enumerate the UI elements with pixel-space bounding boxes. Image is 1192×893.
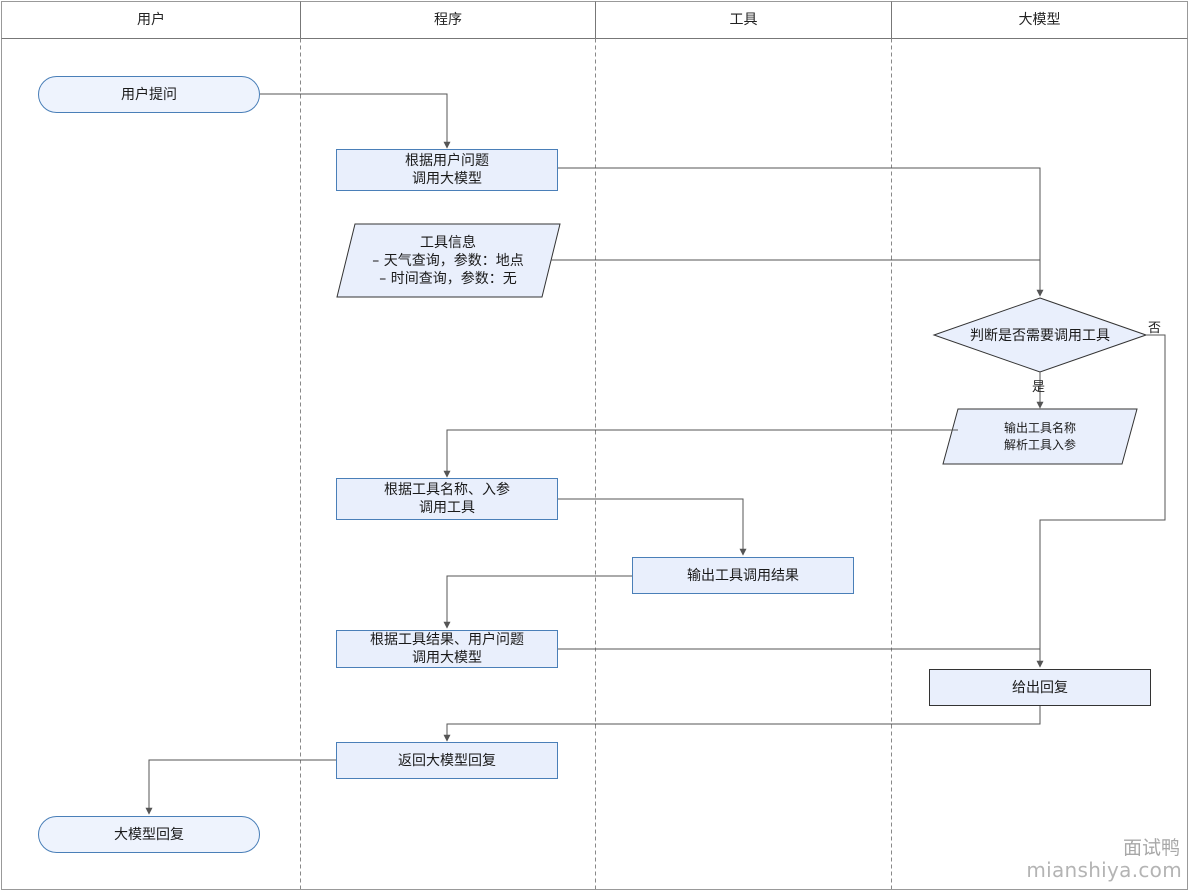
give-reply-node: 给出回复: [929, 669, 1151, 706]
edge-call-tool-to-result: [558, 498, 747, 556]
watermark-cn: 面试鸭: [1122, 837, 1180, 859]
tool-result-node: 输出工具调用结果: [632, 557, 854, 594]
tool-info-text: 工具信息 – 天气查询，参数：地点 – 时间查询，参数：无: [372, 234, 524, 287]
lane-header-user: 用户: [137, 12, 165, 28]
edge-result-to-call-llm: [443, 575, 632, 629]
watermark-en: mianshiya.com: [1026, 858, 1182, 882]
edge-output-to-call-tool: [443, 429, 958, 478]
decide-tool-text: 判断是否需要调用工具: [970, 328, 1110, 344]
call-llm-by-question-node: 根据用户问题 调用大模型: [336, 149, 558, 191]
output-tool-name-shape: [942, 408, 1138, 465]
tool-info-shape: [336, 223, 561, 298]
call-llm-with-result-node: 根据工具结果、用户问题 调用大模型: [336, 630, 558, 668]
edge-label-no: 否: [1148, 321, 1162, 336]
user-question-node: 用户提问: [38, 76, 260, 113]
llm-reply-node: 大模型回复: [38, 816, 260, 853]
edge-reply-to-return: [443, 706, 1041, 742]
return-reply-node: 返回大模型回复: [336, 742, 558, 779]
lane-header-tool: 工具: [729, 12, 758, 28]
call-tool-node: 根据工具名称、入参 调用工具: [336, 478, 558, 520]
edge-return-to-user: [145, 759, 336, 815]
edge-decide-no: [1036, 334, 1166, 668]
edge-question-to-call-llm: [260, 93, 451, 149]
edge-call-llm-to-decide: [558, 167, 1044, 297]
lane-header-llm: 大模型: [1018, 12, 1061, 28]
output-tool-name-text: 输出工具名称 解析工具入参: [1003, 420, 1076, 452]
lane-header-program: 程序: [434, 12, 462, 28]
edge-label-yes: 是: [1032, 380, 1046, 395]
